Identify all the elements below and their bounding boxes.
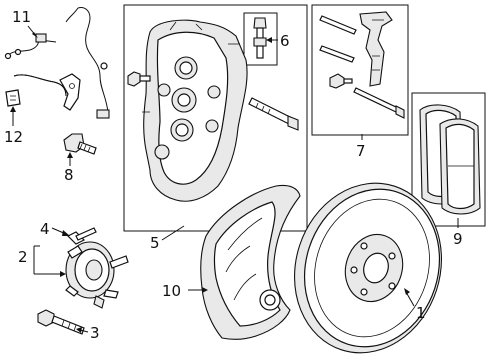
wheel-hub [65, 227, 129, 309]
brake-hose [5, 73, 81, 111]
brake-rotor [293, 182, 443, 354]
callout-4: 4 [40, 220, 50, 238]
callout-7: 7 [356, 142, 366, 160]
bleeder-fitting [63, 133, 97, 155]
callout-10: 10 [162, 282, 181, 300]
hub-bolt [37, 309, 85, 335]
slide-pins [253, 17, 267, 59]
hardware-kit [319, 11, 405, 119]
callout-5: 5 [150, 234, 160, 252]
brake-pads [419, 104, 481, 215]
callout-12: 12 [4, 128, 23, 146]
callout-9: 9 [453, 230, 463, 248]
callout-6: 6 [280, 32, 290, 50]
splash-shield [200, 184, 301, 340]
caliper-bolt-small [127, 71, 151, 87]
caliper-mounting-bolt [248, 97, 299, 131]
callout-2: 2 [18, 248, 28, 266]
wear-sensor-wire [4, 7, 110, 119]
callout-8: 8 [64, 166, 74, 184]
brake-pads-group-box [411, 92, 486, 227]
callout-1: 1 [416, 304, 426, 322]
callout-numbers: 1 2 3 4 5 6 7 8 9 10 11 12 [4, 8, 463, 342]
callout-11: 11 [12, 8, 31, 26]
slide-pin-group-box [243, 12, 278, 66]
brake-caliper [142, 19, 248, 202]
bolt-kit-group-box [311, 4, 409, 136]
leader-lines [10, 25, 459, 333]
callout-3: 3 [90, 324, 100, 342]
